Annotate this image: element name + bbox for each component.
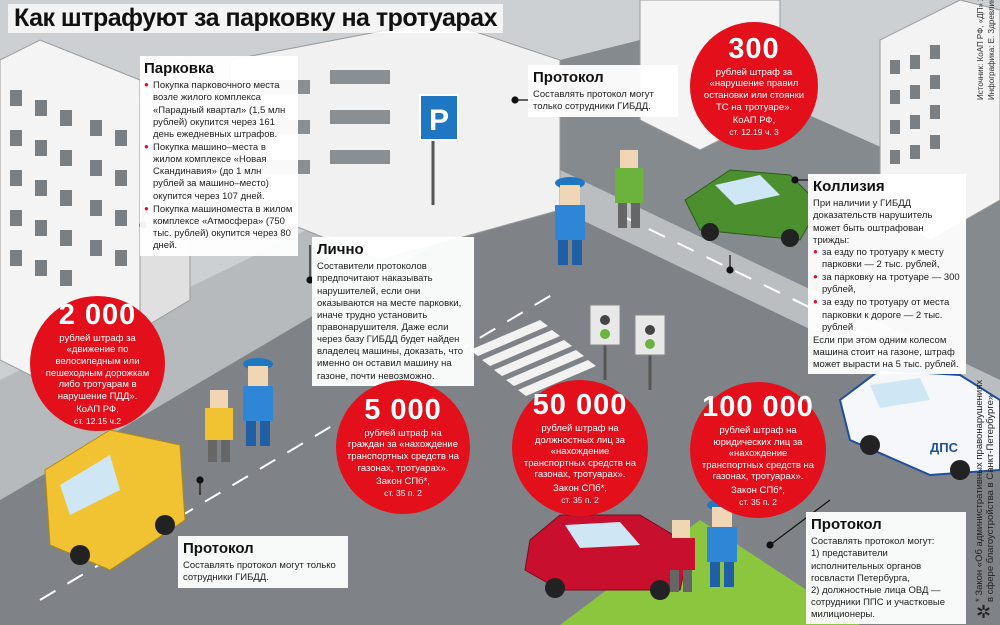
fine-amount: 300 (728, 32, 780, 65)
fine-article: ст. 35 п. 2 (384, 487, 422, 498)
fine-law: Закон СПб*, (731, 484, 785, 496)
fine-article: ст. 12.15 ч.2 (73, 415, 122, 426)
personally-box: Лично Составители протоколов предпочитаю… (312, 237, 474, 386)
collision-box: Коллизия При наличии у ГИБДД доказательс… (808, 174, 966, 375)
fine-text: рублей штраф на должностных лиц за «нахо… (523, 423, 637, 481)
police-car-plate: ДПС (930, 440, 959, 455)
protocol-top-heading: Протокол (533, 69, 604, 86)
protocol-top-box: Протокол Составлять протокол могут тольк… (528, 65, 678, 117)
page-title: Как штрафуют за парковку на тротуарах (8, 4, 503, 33)
parking-item: Покупка машино–места в жилом комплексе «… (144, 142, 294, 203)
fine-article: ст. 35 п. 2 (561, 494, 599, 505)
fine-amount: 100 000 (702, 391, 814, 424)
fine-text: рублей штраф за «нарушение правил остано… (703, 66, 805, 113)
fine-amount: 5 000 (364, 393, 442, 426)
personally-text: Составители протоколов предпочитают нака… (317, 261, 464, 382)
parking-heading: Парковка (144, 60, 214, 77)
protocol-bottom-right-intro: Составлять протокол могут: (811, 536, 935, 548)
yellow-minibus (44, 429, 186, 571)
protocol-bottom-right-heading: Протокол (811, 516, 882, 533)
fine-law: КоАП РФ, (732, 115, 776, 127)
police-officer (555, 177, 585, 265)
protocol-bottom-left-box: Протокол Составлять протокол могут тольк… (178, 536, 348, 588)
collision-item: за езду по тротуару к месту парковки — 2… (813, 247, 961, 271)
police-officer (243, 358, 273, 446)
parking-box: Парковка Покупка парковочного места возл… (140, 56, 298, 257)
man-green (615, 150, 643, 228)
personally-heading: Лично (317, 241, 364, 258)
man-red (667, 520, 695, 592)
protocol-bottom-right-item: 1) представители исполнительных органов … (811, 548, 922, 584)
parking-item: Покупка парковочного места возле жилого … (144, 80, 294, 141)
parking-item: Покупка машиноместа в жилом комплексе «А… (144, 204, 294, 253)
credits-author: Инфографика: Е. Здревлина (987, 0, 996, 100)
fine-amount: 50 000 (532, 389, 628, 422)
fine-circle-2000: 2 000 рублей штраф за «движение по велос… (30, 296, 165, 431)
fine-law: Закон СПб*, (376, 476, 430, 488)
collision-outro: Если при этом одним колесом машина стоит… (813, 334, 959, 371)
fine-text: рублей штраф за «движение по велосипедны… (45, 332, 150, 402)
collision-item: за парковку на тротуаре — 300 рублей, (813, 272, 961, 296)
footnote: * Закон «Об административных правонаруше… (974, 379, 997, 602)
traffic-light-icon (589, 304, 666, 390)
fine-article: ст. 12.19 ч. 3 (729, 126, 779, 137)
crosswalk (470, 320, 596, 396)
fine-circle-50000: 50 000 рублей штраф на должностных лиц з… (512, 380, 648, 516)
collision-heading: Коллизия (813, 178, 885, 195)
flower-logo-icon: ✲ (976, 602, 992, 622)
fine-circle-5000: 5 000 рублей штраф на граждан за «нахожд… (336, 380, 470, 514)
parking-sign-icon: P (419, 94, 459, 205)
protocol-bottom-right-item: 2) должностные лица ОВД — сотрудники ППС… (811, 584, 945, 621)
protocol-bottom-left-heading: Протокол (183, 540, 254, 557)
collision-item: за езду по тротуару от места парковки к … (813, 297, 961, 333)
police-officer (707, 499, 737, 587)
fine-text: рублей штраф на юридических лиц за «нахо… (701, 425, 815, 483)
protocol-bottom-right-box: Протокол Составлять протокол могут: 1) п… (806, 512, 966, 625)
fine-circle-100000: 100 000 рублей штраф на юридических лиц … (690, 382, 826, 518)
protocol-top-text: Составлять протокол могут только сотрудн… (533, 89, 654, 113)
svg-text:P: P (429, 104, 449, 137)
fine-article: ст. 35 п. 2 (739, 496, 777, 507)
green-car (684, 169, 821, 247)
fine-text: рублей штраф на граждан за «нахождение т… (346, 427, 460, 474)
fine-amount: 2 000 (58, 298, 137, 331)
credits-source: Источник: КоАП РФ, «ДП» 2010 (976, 0, 985, 100)
fine-law: КоАП РФ, (76, 404, 119, 416)
protocol-bottom-left-text: Составлять протокол могут только сотрудн… (183, 560, 336, 584)
collision-intro: При наличии у ГИБДД доказательств наруши… (813, 198, 933, 246)
fine-circle-300: 300 рублей штраф за «нарушение правил ос… (690, 22, 818, 150)
man-yellow (205, 390, 233, 462)
fine-law: Закон СПб*, (553, 482, 607, 494)
